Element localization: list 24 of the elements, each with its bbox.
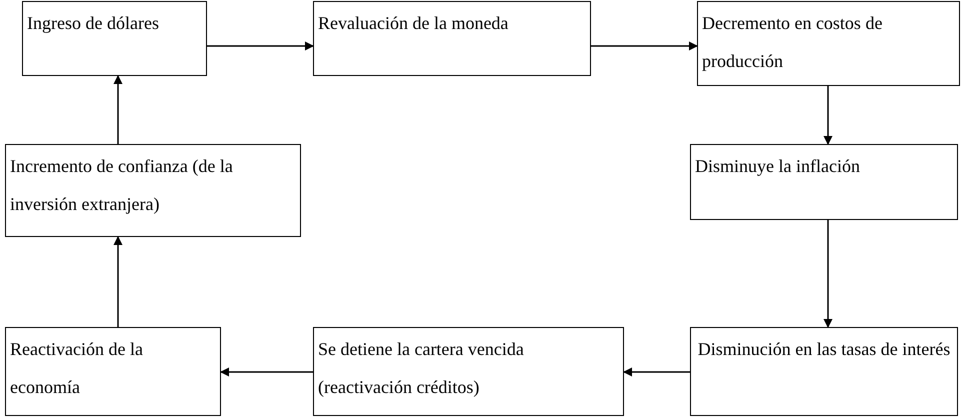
arrow	[114, 75, 122, 144]
box-label: Revaluación de la moneda	[318, 12, 510, 35]
arrow	[591, 42, 698, 50]
box-label: Reactivación de la economía	[10, 338, 144, 399]
process-box	[5, 144, 301, 237]
arrow	[824, 220, 832, 328]
box-label: Ingreso de dólares	[27, 12, 160, 35]
arrow	[114, 236, 122, 327]
process-box	[690, 327, 958, 416]
box-label: Se detiene la cartera vencida (reactivación créditos)	[318, 338, 525, 399]
process-box	[697, 1, 960, 86]
arrow	[220, 368, 313, 376]
process-box	[5, 327, 221, 416]
box-label: Disminuye la inflación	[695, 155, 861, 178]
process-box	[313, 1, 591, 76]
arrow	[623, 368, 690, 376]
process-box	[313, 327, 624, 416]
process-box	[22, 1, 207, 76]
box-label: Incremento de confianza (de la inversión extranjera)	[10, 155, 234, 216]
box-label: Disminución en las tasas de interés	[696, 338, 952, 361]
arrow	[824, 86, 832, 145]
process-box	[690, 144, 958, 220]
arrow	[207, 42, 314, 50]
box-label: Decremento en costos de producción	[702, 12, 884, 73]
